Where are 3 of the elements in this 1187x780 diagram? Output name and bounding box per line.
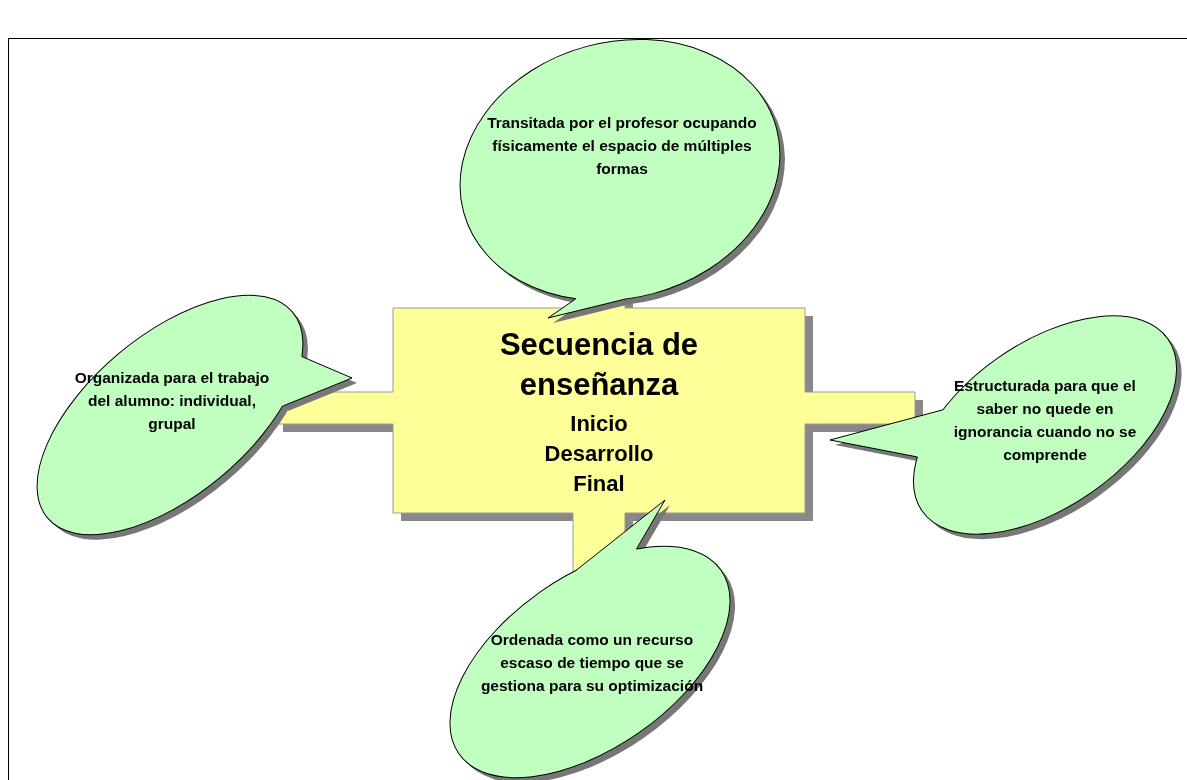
stage-list: Inicio Desarrollo Final: [544, 409, 654, 499]
bubble-text: Transitada por el profesor ocupando físicamente el espacio de múltiples formas: [487, 112, 757, 179]
title-text: Secuencia de enseñanza: [498, 326, 700, 404]
